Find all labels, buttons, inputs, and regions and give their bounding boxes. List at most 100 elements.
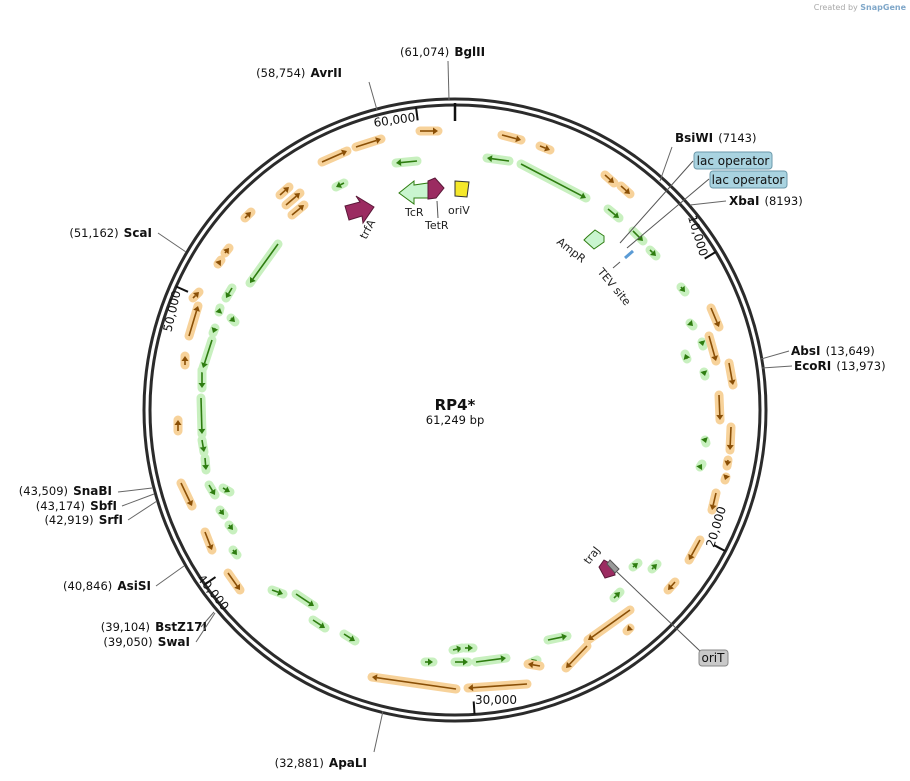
- orf-arrow[interactable]: [204, 480, 220, 500]
- orf-arrow[interactable]: [448, 643, 467, 655]
- orf-arrow[interactable]: [450, 657, 473, 667]
- orf-arrow[interactable]: [176, 478, 197, 511]
- orf-arrow[interactable]: [684, 535, 705, 565]
- feature-trfA[interactable]: trfA: [344, 195, 378, 241]
- oriT-feature[interactable]: oriT: [616, 571, 729, 667]
- orf-arrow[interactable]: [291, 589, 319, 611]
- orf-arrow[interactable]: [197, 435, 209, 457]
- orf-arrow[interactable]: [722, 455, 733, 471]
- orf-arrow[interactable]: [471, 653, 511, 667]
- orf-arrow[interactable]: [275, 182, 294, 200]
- orf-arrow[interactable]: [415, 126, 443, 136]
- orf-arrow[interactable]: [603, 204, 624, 223]
- orf-arrow[interactable]: [704, 331, 721, 366]
- orf-arrow[interactable]: [676, 282, 690, 297]
- orf-arrow[interactable]: [245, 239, 283, 288]
- orf-arrow[interactable]: [200, 527, 217, 555]
- orf-arrow[interactable]: [331, 178, 349, 192]
- orf-arrow[interactable]: [367, 672, 461, 694]
- orf-arrow[interactable]: [184, 301, 203, 341]
- orf-arrow[interactable]: [700, 435, 711, 448]
- site-AvrII[interactable]: (58,754) AvrII: [256, 62, 378, 111]
- orf-arrow[interactable]: [482, 153, 514, 166]
- site-SnaBI[interactable]: (43,509) SnaBI: [19, 480, 153, 499]
- site-AsiSI[interactable]: (40,846) AsiSI: [63, 565, 185, 594]
- orf-arrow[interactable]: [720, 472, 731, 485]
- orf-arrow[interactable]: [523, 659, 545, 671]
- orf-arrow[interactable]: [188, 287, 204, 303]
- lac-operator-1[interactable]: lac operator: [619, 151, 773, 244]
- orf-arrow[interactable]: [226, 313, 240, 327]
- orf-arrow[interactable]: [724, 358, 738, 390]
- orf-arrow[interactable]: [197, 365, 207, 393]
- orf-arrow[interactable]: [308, 615, 330, 633]
- feature-oriV[interactable]: oriV: [448, 180, 470, 217]
- feature-TcR[interactable]: TcR: [398, 179, 429, 219]
- site-AbsI[interactable]: AbsI (13,649): [760, 340, 875, 360]
- site-SbfI[interactable]: (43,174) SbfI: [36, 493, 155, 514]
- orf-arrow[interactable]: [218, 483, 235, 497]
- orf-arrow[interactable]: [685, 318, 698, 331]
- orf-arrow[interactable]: [215, 505, 229, 520]
- orf-arrow[interactable]: [391, 156, 422, 168]
- orf-arrow[interactable]: [680, 349, 692, 364]
- site-BglII[interactable]: (61,074) BglII: [400, 41, 485, 101]
- orf-arrow[interactable]: [228, 545, 242, 560]
- orf-arrow[interactable]: [647, 559, 662, 574]
- site-BstZ17I[interactable]: (39,104) BstZ17I: [101, 611, 215, 635]
- orf-arrow[interactable]: [460, 643, 478, 653]
- orf-arrow[interactable]: [609, 587, 625, 603]
- orf-arrow[interactable]: [516, 159, 591, 203]
- orf-arrow[interactable]: [281, 188, 305, 210]
- orf-arrow[interactable]: [497, 130, 526, 145]
- orf-arrow[interactable]: [600, 170, 619, 188]
- site-EcoRI[interactable]: EcoRI (13,973): [761, 355, 886, 374]
- orf-arrow[interactable]: [628, 226, 648, 246]
- site-XbaI[interactable]: XbaI (8193): [689, 190, 803, 209]
- feature-AmpR[interactable]: AmpR: [554, 229, 605, 266]
- orf-arrow[interactable]: [707, 488, 721, 515]
- orf-arrow[interactable]: [351, 134, 386, 152]
- orf-arrow[interactable]: [223, 568, 245, 595]
- orf-arrow[interactable]: [213, 255, 226, 269]
- orf-arrow[interactable]: [535, 141, 555, 155]
- orf-arrow[interactable]: [699, 367, 710, 381]
- orf-arrow[interactable]: [697, 337, 708, 351]
- orf-arrow[interactable]: [695, 459, 707, 472]
- orf-arrow[interactable]: [339, 629, 360, 646]
- orf-arrow[interactable]: [214, 303, 225, 317]
- orf-arrow[interactable]: [616, 181, 635, 199]
- orf-arrow[interactable]: [663, 577, 680, 595]
- site-SwaI[interactable]: (39,050) SwaI: [103, 612, 216, 650]
- feature-TetR[interactable]: TetR: [424, 177, 449, 232]
- site-BsiWI[interactable]: BsiWI (7143): [659, 127, 756, 182]
- orf-arrow[interactable]: [317, 146, 352, 167]
- orf-arrow[interactable]: [267, 585, 288, 599]
- orf-arrow[interactable]: [196, 393, 207, 439]
- orf-arrow[interactable]: [200, 453, 211, 475]
- site-ApaLI[interactable]: (32,881) ApaLI: [275, 710, 384, 771]
- orf-arrow[interactable]: [287, 200, 309, 220]
- orf-arrow[interactable]: [706, 303, 724, 332]
- orf-arrow[interactable]: [220, 243, 234, 258]
- feature-traJ[interactable]: traJ: [581, 544, 620, 579]
- orf-arrow[interactable]: [561, 641, 592, 673]
- site-SrfI[interactable]: (42,919) SrfI: [44, 500, 158, 528]
- orf-arrow[interactable]: [714, 390, 725, 425]
- orf-arrow[interactable]: [240, 207, 256, 223]
- orf-arrow[interactable]: [463, 679, 532, 693]
- orf-arrow[interactable]: [645, 245, 661, 261]
- orf-arrow[interactable]: [180, 351, 190, 370]
- orf-arrow[interactable]: [208, 323, 220, 338]
- orf-arrow[interactable]: [628, 558, 643, 572]
- feature-TEV-site[interactable]: TEV site: [594, 249, 634, 308]
- orf-arrow[interactable]: [725, 422, 736, 455]
- orf-arrow[interactable]: [198, 335, 217, 373]
- orf-arrow[interactable]: [622, 623, 635, 636]
- orf-arrow[interactable]: [173, 415, 183, 436]
- orf-arrow[interactable]: [221, 283, 237, 303]
- site-ScaI[interactable]: (51,162) ScaI: [69, 222, 187, 253]
- orf-arrow[interactable]: [224, 520, 238, 535]
- orf-arrow[interactable]: [420, 657, 438, 667]
- orf-arrow[interactable]: [583, 605, 635, 645]
